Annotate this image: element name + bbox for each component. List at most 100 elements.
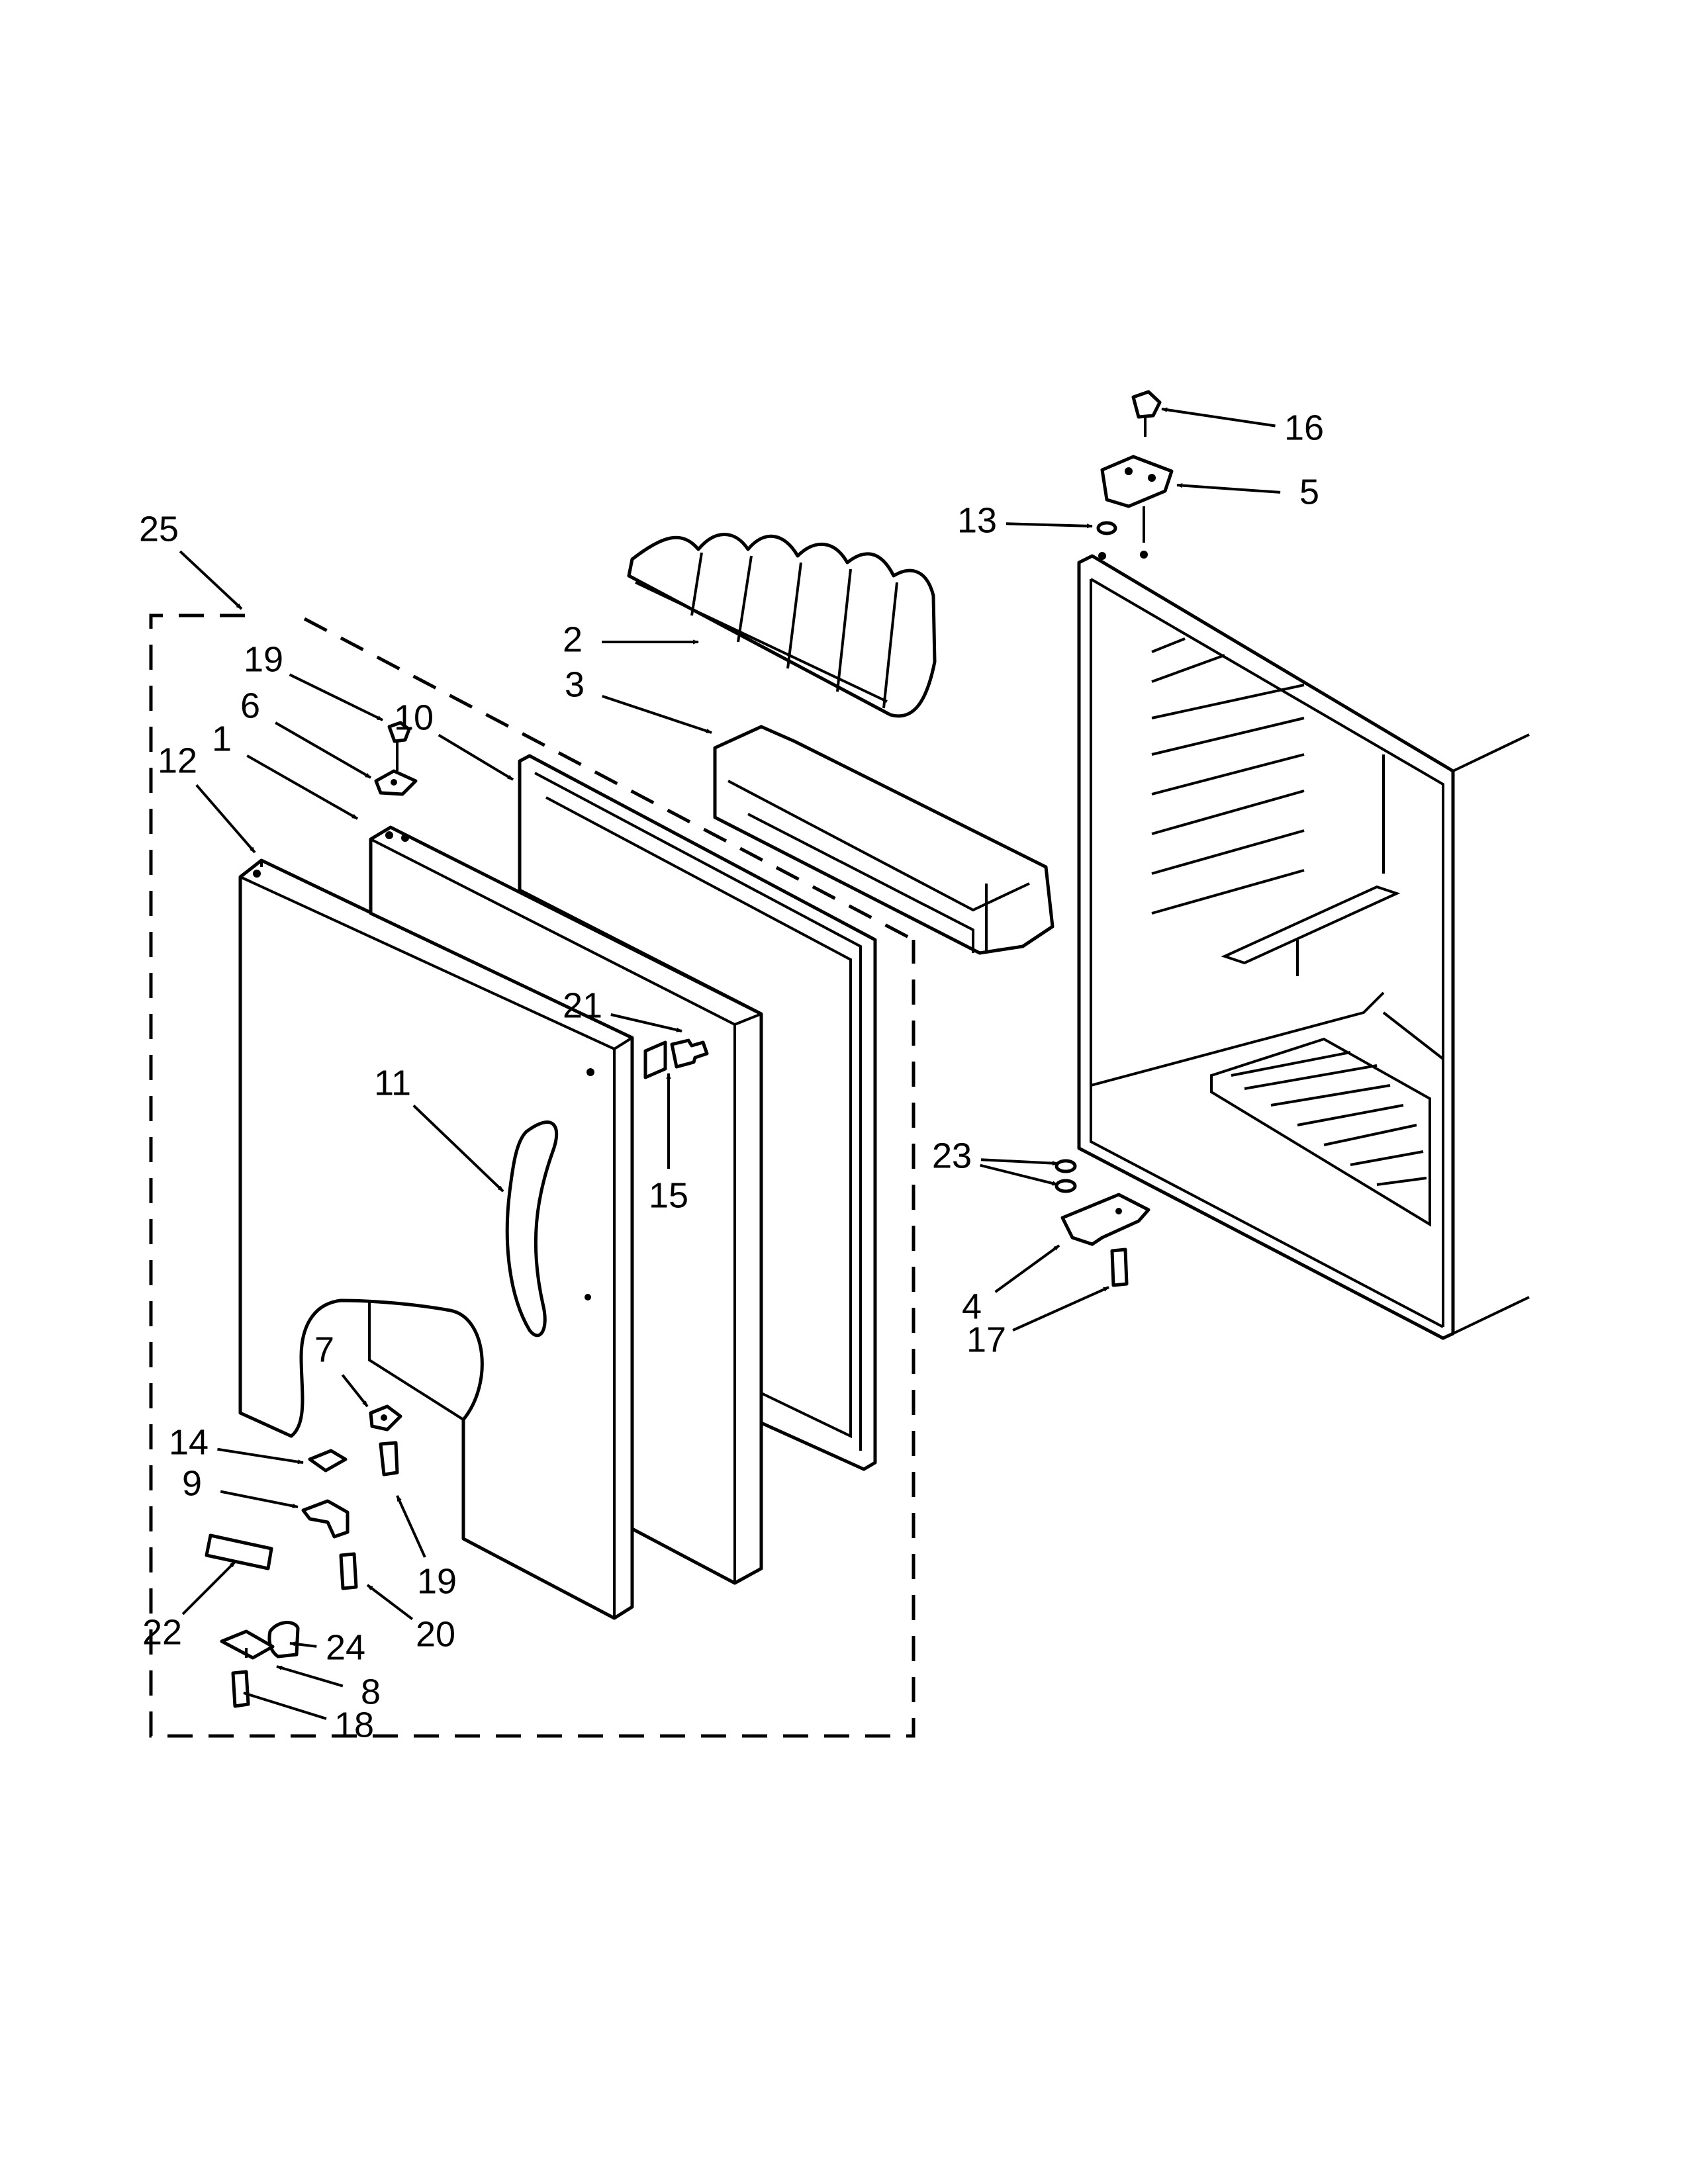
leader-arrow [602,695,712,734]
callout-2: 2 [563,619,699,659]
leader-arrow [220,1490,299,1508]
door-assembly-boundary [149,614,915,1738]
callout-number: 23 [932,1136,972,1175]
callout-number: 7 [314,1330,334,1369]
cabinet-liner [1077,554,1530,1340]
callout-13: 13 [957,500,1093,540]
callout-19: 19 [244,639,383,721]
callout-number: 14 [169,1422,209,1462]
callout-number: 19 [417,1561,457,1601]
leader-arrow [994,1244,1060,1293]
top-door-hinge [374,769,418,796]
hinge-screw-top [387,721,411,771]
callout-23: 23 [932,1136,1058,1186]
callout-number: 20 [416,1614,455,1654]
callout-number: 13 [957,500,997,540]
callout-layer: 1234567891011121314151617181919202122232… [139,407,1324,1745]
washer-13 [1096,521,1117,535]
door-gasket [518,754,877,1471]
leader-arrow [1161,407,1276,428]
callout-number: 3 [565,664,585,704]
door-handle [505,1120,559,1338]
callout-number: 1 [212,719,232,758]
callout-number: 24 [326,1627,365,1667]
callout-22: 22 [142,1561,236,1652]
leader-arrow [243,1692,327,1720]
callout-16: 16 [1161,407,1324,447]
callout-number: 21 [563,985,602,1025]
cover-24 [267,1621,300,1659]
bracket-9 [301,1499,350,1539]
leader-arrow [179,550,243,610]
callout-number: 15 [649,1175,688,1215]
bracket-8 [220,1629,275,1660]
leader-arrow [412,1104,504,1193]
callout-7: 7 [314,1330,369,1408]
callout-8: 8 [276,1665,381,1711]
callout-12: 12 [158,741,256,854]
leader-arrow [217,1447,304,1465]
leader-arrow [276,1665,344,1688]
hinge-screw-17 [1110,1248,1129,1287]
leader-arrow [181,1561,236,1615]
callout-19: 19 [396,1495,457,1601]
callout-17: 17 [966,1286,1109,1359]
leader-arrow [610,1013,682,1032]
screw-18 [231,1670,250,1708]
callout-number: 25 [139,509,179,549]
callout-3: 3 [565,664,712,734]
callout-18: 18 [243,1692,374,1745]
bracket-14 [308,1449,348,1473]
leader-arrow [980,1158,1058,1166]
callout-4: 4 [962,1244,1060,1326]
hinge-screw-bottom [379,1441,399,1477]
callout-10: 10 [394,698,514,781]
callout-number: 16 [1284,408,1324,447]
door-liner [369,825,763,1585]
callout-number: 2 [563,619,583,659]
leader-arrow [195,784,256,854]
top-cabinet-hinge [1100,455,1174,543]
bottom-door-hinge [369,1404,402,1432]
door-shelf-bin [713,725,1055,955]
callout-number: 17 [966,1320,1006,1359]
hinge-screw-16 [1131,390,1162,437]
bottom-cabinet-hinge [1060,1193,1150,1246]
callout-5: 5 [1176,472,1319,512]
callout-9: 9 [182,1463,299,1508]
leader-arrow [438,733,514,781]
leader-arrow [366,1584,414,1621]
label-22 [205,1533,273,1570]
callout-number: 11 [374,1063,411,1103]
leader-arrow [1006,522,1093,529]
callout-15: 15 [649,1073,688,1215]
callout-14: 14 [169,1422,304,1465]
cutaway-inner-shell [368,1300,465,1421]
callout-11: 11 [374,1063,504,1193]
leader-arrow [275,721,371,779]
callout-number: 10 [394,698,434,737]
callout-25: 25 [139,509,243,610]
callout-number: 9 [182,1463,202,1503]
callout-24: 24 [289,1627,365,1667]
egg-tray [627,533,937,718]
callout-number: 4 [962,1287,982,1326]
screw-21 [670,1038,709,1069]
callout-6: 6 [240,686,371,779]
washers-23 [1055,1159,1077,1193]
leader-arrow [1012,1286,1109,1332]
leader-arrow [341,1374,369,1408]
callout-number: 23 [932,1136,972,1175]
callout-21: 21 [563,985,682,1032]
leader-arrow [289,673,383,721]
callout-23: 23 [932,1136,1058,1175]
screw-20 [339,1552,358,1590]
leader-arrow [289,1641,317,1648]
callout-20: 20 [366,1584,455,1654]
leader-arrow [246,754,358,820]
callout-number: 6 [240,686,260,725]
callout-number: 19 [244,639,283,679]
outer-door-panel [238,858,634,1620]
leader-arrow [396,1495,426,1558]
